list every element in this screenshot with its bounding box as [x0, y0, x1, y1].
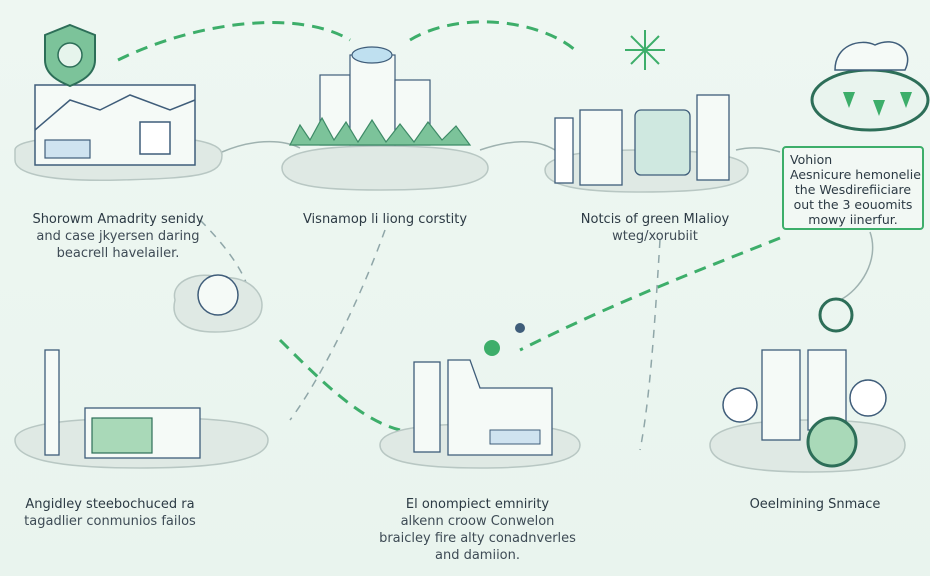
- station-1: [14, 23, 223, 182]
- caption-3-line-1: Notcis of green Mlalioy: [580, 212, 730, 227]
- tank-hatched: [579, 109, 623, 186]
- caption-2: Visnamop li liong corstity: [285, 211, 485, 228]
- caption-5-line-1: El onompiect emnirity: [405, 497, 550, 512]
- platform-2: [281, 145, 489, 191]
- cloud-icon: [834, 41, 909, 71]
- caption-5: El onompiect emnirity alkenn croow Conwe…: [365, 496, 590, 564]
- flow-connectors: [117, 20, 781, 432]
- node-dot: [515, 323, 525, 333]
- caption-1-line-2: and case jkyersen daring: [36, 229, 200, 244]
- monitor: [139, 121, 171, 155]
- caption-4-line-2: tagadlier conmunios failos: [24, 514, 196, 529]
- target-icon: [818, 297, 854, 333]
- sun-icon: [625, 30, 665, 70]
- callout-box: Vohion Aesnicure hemonelie the Wesdirefi…: [782, 146, 924, 230]
- info-badge-icon: [849, 379, 887, 417]
- caption-6-line-1: Oeelmining Snmace: [749, 497, 881, 512]
- station-5: [379, 323, 581, 469]
- caption-1-line-3: beacrell havelailer.: [56, 246, 180, 261]
- connector-4-5: [278, 338, 401, 432]
- arrow-badge-icon: [722, 387, 758, 423]
- chimney: [44, 349, 60, 456]
- connector-2-3: [409, 20, 576, 52]
- caption-1-line-1: Shorowm Amadrity senidy: [32, 212, 204, 227]
- caption-5-line-2: alkenn croow Conwelon: [400, 514, 555, 529]
- connector-1-2: [117, 21, 351, 62]
- caption-3: Notcis of green Mlalioy wteg/xorubiit: [560, 211, 750, 245]
- tall-tank: [696, 94, 730, 181]
- shield-emblem: [57, 42, 83, 68]
- station-2: [281, 46, 489, 191]
- connector-callout-5: [519, 236, 781, 352]
- document-left: [761, 349, 801, 441]
- link-callout-6: [839, 231, 874, 301]
- callout-line-1: Vohion: [790, 152, 833, 167]
- tower: [413, 361, 441, 453]
- rooftop-tank: [351, 46, 393, 64]
- caption-2-line-1: Visnamop li liong corstity: [302, 212, 468, 227]
- tank-slim: [554, 117, 574, 184]
- clock-icon: [806, 416, 858, 468]
- caption-6: Oeelmining Snmace: [720, 496, 910, 513]
- callout-line-2: Aesnicure hemonelie: [790, 167, 921, 182]
- callout-line-5: mowy iinerfur.: [808, 212, 898, 227]
- orbit-ring: [810, 68, 930, 132]
- pin-icon: [484, 340, 500, 356]
- caption-4: Angidley steebochuced ra tagadlier conmu…: [5, 496, 215, 530]
- connector-gray-1: [289, 229, 386, 421]
- pods-icon: [843, 92, 912, 116]
- connector-gray-2: [639, 239, 661, 451]
- callout-line-3: the Wesdirefiiciare: [794, 182, 912, 197]
- green-panel: [91, 417, 153, 454]
- globe-icon: [197, 274, 239, 316]
- station-4: [14, 274, 269, 469]
- roof-line: [34, 94, 196, 131]
- storage-container: [634, 109, 691, 176]
- caption-5-line-3: braicley fire alty conadnverles: [379, 531, 576, 546]
- control-panel: [44, 139, 91, 159]
- grass-field: [289, 116, 472, 146]
- station-6: [709, 297, 906, 473]
- document-right: [807, 349, 847, 431]
- caption-3-line-2: wteg/xorubiit: [612, 229, 698, 244]
- caption-5-line-4: and damiion.: [434, 548, 521, 563]
- caption-1: Shorowm Amadrity senidy and case jkyerse…: [18, 211, 218, 262]
- link-2-3: [479, 141, 556, 151]
- link-1-2: [221, 140, 301, 153]
- caption-4-line-1: Angidley steebochuced ra: [25, 497, 195, 512]
- link-3-callout: [735, 147, 781, 153]
- station-orbit: [810, 41, 930, 132]
- station-3: [544, 30, 749, 193]
- callout-line-4: out the 3 eouomits: [793, 197, 913, 212]
- data-screen: [489, 429, 541, 445]
